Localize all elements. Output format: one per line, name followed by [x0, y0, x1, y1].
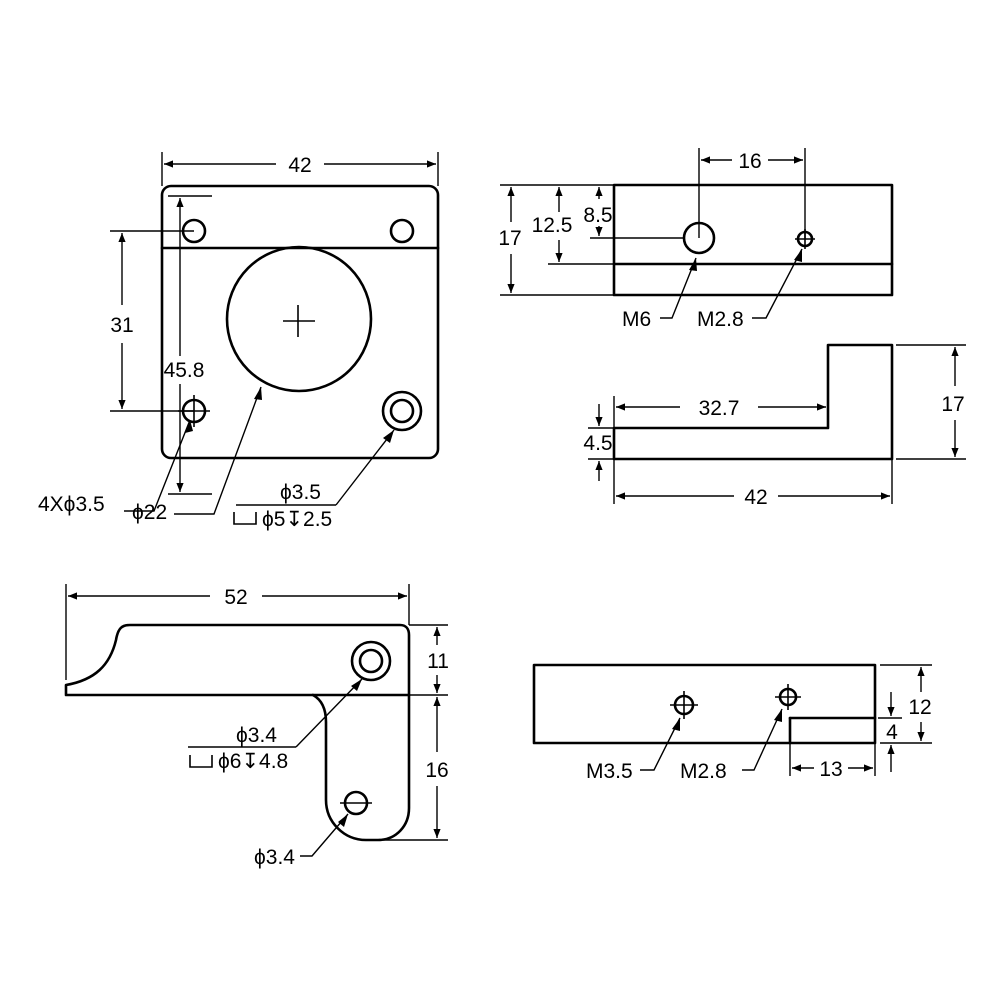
l-height-label: 17 [941, 393, 964, 416]
top-right-hole [389, 218, 415, 244]
thickness-label: 4.5 [583, 432, 612, 455]
front-length-label: 52 [224, 586, 247, 609]
front-view: 52 11 16 ϕ3.4 ϕ6↧4.8 ϕ3.4 [64, 584, 449, 869]
front-lower-hole-label: ϕ3.4 [254, 846, 295, 869]
lower-height-label: 16 [425, 759, 448, 782]
big-hole [225, 245, 373, 393]
side-view-top: 16 17 12.5 8.5 M6 M2.8 [498, 148, 894, 331]
counterbore-inner [389, 398, 415, 424]
bottom-thread-2-label: M2.8 [680, 760, 727, 783]
thread-1-label: M6 [622, 308, 651, 331]
depth-2-label: 8.5 [583, 204, 612, 227]
front-counterbore-inner [358, 648, 384, 674]
bottom-height-label: 12 [908, 696, 931, 719]
counterbore-symbol [233, 512, 257, 525]
cbore-hole-label: ϕ3.5 [280, 481, 321, 504]
side-height-label: 17 [498, 227, 521, 250]
front-counterbore-symbol [189, 755, 213, 768]
side-view-l: 32.7 4.5 42 17 [583, 343, 966, 509]
top-view: 42 31 45.8 4Xϕ3.5 ϕ22 ϕ3.5 ϕ5↧2.5 [38, 152, 440, 531]
hole-spacing-label: 31 [110, 314, 133, 337]
corner-holes-label: 4Xϕ3.5 [38, 493, 105, 516]
flange-length-label: 32.7 [699, 397, 740, 420]
bottom-side-outline [532, 663, 877, 745]
front-counterbore-outer [350, 640, 392, 682]
step-height-label: 4 [886, 721, 898, 744]
top-width-label: 42 [288, 154, 311, 177]
big-hole-label: ϕ22 [132, 501, 167, 524]
hole-offset-label: 16 [738, 150, 761, 173]
bottom-side-view: 12 4 13 M3.5 M2.8 [532, 663, 932, 783]
counterbore-outer [381, 390, 423, 432]
total-length-label: 42 [744, 486, 767, 509]
upper-height-label: 11 [427, 650, 449, 673]
bottom-thread-1-label: M3.5 [586, 760, 633, 783]
top-height-label: 45.8 [164, 359, 205, 382]
side-top-outline [612, 183, 894, 297]
top-view-outline [160, 184, 440, 460]
thread-2-label: M2.8 [697, 308, 744, 331]
front-cbore-spec-label: ϕ6↧4.8 [218, 750, 288, 773]
step-length-label: 13 [819, 758, 842, 781]
front-outline-lower [311, 693, 411, 842]
depth-1-label: 12.5 [532, 214, 573, 237]
front-upper-hole-label: ϕ3.4 [236, 724, 277, 747]
l-bracket-outline [612, 343, 894, 461]
front-outline-upper [64, 623, 411, 697]
cbore-spec-label: ϕ5↧2.5 [262, 508, 332, 531]
